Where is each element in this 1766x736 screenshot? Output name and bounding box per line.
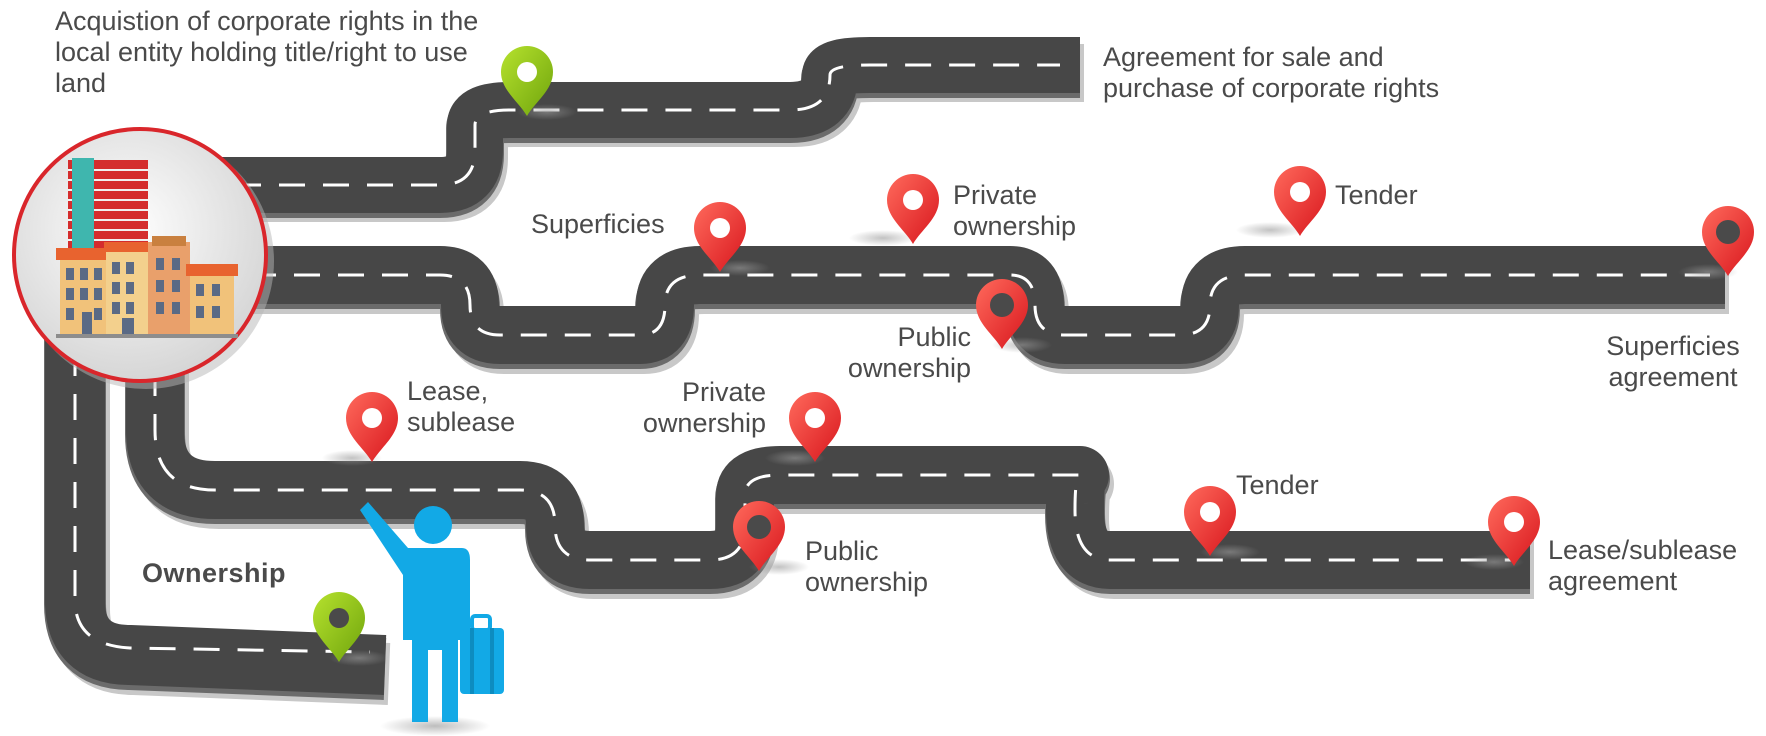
roads [44,37,1729,705]
label-superficies: Superficies [531,209,665,239]
road-ownership [44,330,391,705]
map-pins [313,46,1754,666]
label-superficies-agreement: Superficies agreement [1606,331,1740,392]
label-public-ownership-top: Public ownership [847,322,971,383]
map-pin-icon [976,279,1052,353]
road-corporate-rights [210,37,1084,222]
map-pin-icon [1184,486,1260,560]
label-private-ownership-top: Private ownership [953,180,1077,241]
label-lease-agreement: Lease/sublease agreement [1548,535,1738,596]
map-pin-icon [1236,166,1326,238]
map-pin-icon [694,202,770,276]
map-pin-icon [765,392,841,466]
city-buildings-icon [12,127,274,389]
label-lease-sublease: Lease, sublease [407,376,516,437]
map-pin-icon [322,392,398,466]
map-pin-icon [313,592,389,666]
map-pin-icon [733,501,809,575]
label-tender-top: Tender [1335,180,1418,210]
label-public-ownership-mid: Public ownership [805,536,929,597]
label-private-ownership-mid: Private ownership [642,377,766,438]
road-lease [125,360,1534,599]
map-pin-icon [501,46,577,120]
map-pin-icon [1678,206,1754,280]
map-pin-icon [849,174,939,246]
road-superficies [240,246,1729,374]
map-pin-icon [1464,496,1540,570]
label-agreement-corporate: Agreement for sale and purchase of corpo… [1103,42,1440,103]
traveler-with-suitcase-icon [360,502,504,736]
label-acquisition: Acquistion of corporate rights in the lo… [55,6,479,98]
label-tender-mid: Tender [1236,470,1319,500]
label-ownership: Ownership [142,558,287,588]
